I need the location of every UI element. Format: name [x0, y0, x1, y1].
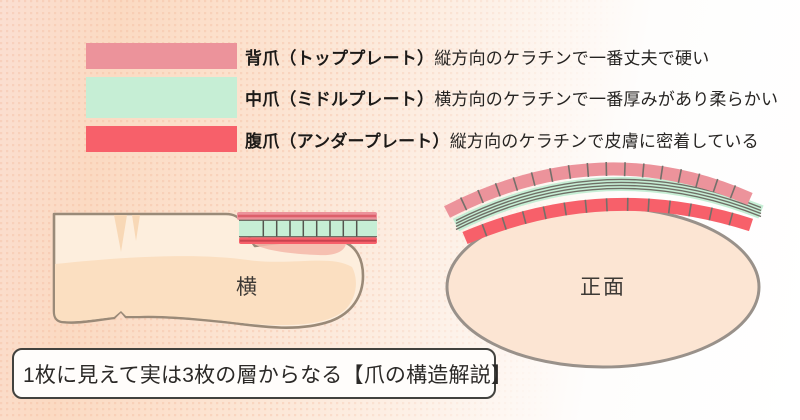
- nail-under-plate-side-line: [240, 239, 376, 242]
- legend-label-middle-plate: 中爪（ミドルプレート）: [245, 90, 435, 109]
- side-view-diagram: [52, 212, 377, 329]
- nail-middle-plate-front: [452, 177, 764, 232]
- legend-label-top-plate: 背爪（トッププレート）: [245, 48, 435, 68]
- caption-box: 1枚に見えて実は3枚の層からなる【爪の構造解説】: [12, 348, 512, 399]
- legend-desc-top-plate: 縦方向のケラチンで一番丈夫で硬い: [434, 48, 710, 68]
- keratin-tick-marks: [459, 161, 737, 237]
- legend-desc-middle-plate: 横方向のケラチンで一番厚みがあり柔らかい: [434, 90, 779, 109]
- legend-desc-under-plate: 縦方向のケラチンで皮膚に密着している: [449, 131, 759, 151]
- legend-item-middle-plate: 中爪（ミドルプレート） 横方向のケラチンで一番厚みがあり柔らかい: [86, 77, 778, 118]
- legend-item-top-plate: 背爪（トッププレート） 縦方向のケラチンで一番丈夫で硬い: [86, 43, 709, 69]
- front-view-diagram: [444, 161, 764, 369]
- caption-text: 1枚に見えて実は3枚の層からなる【爪の構造解説】: [23, 363, 513, 387]
- knuckle-crease-1: [114, 215, 127, 252]
- nail-top-plate-front: [444, 162, 753, 218]
- nail-bed: [254, 244, 346, 256]
- front-view-label: 正面: [580, 276, 626, 299]
- knuckle-crease-2: [132, 215, 140, 241]
- side-view-label: 横: [236, 276, 259, 299]
- legend-swatch-top-plate: [86, 43, 237, 69]
- legend-swatch-under-plate: [86, 126, 237, 152]
- legend-swatch-middle-plate: [86, 77, 237, 118]
- legend-label-under-plate: 腹爪（アンダープレート）: [245, 131, 450, 151]
- side-finger-shade: [55, 256, 356, 326]
- nail-top-plate-side-line: [238, 214, 376, 218]
- nail-middle-plate-side-ticks: [262, 220, 358, 237]
- nail-middle-plate-side: [239, 220, 377, 237]
- legend-item-under-plate: 腹爪（アンダープレート） 縦方向のケラチンで皮膚に密着している: [86, 126, 759, 152]
